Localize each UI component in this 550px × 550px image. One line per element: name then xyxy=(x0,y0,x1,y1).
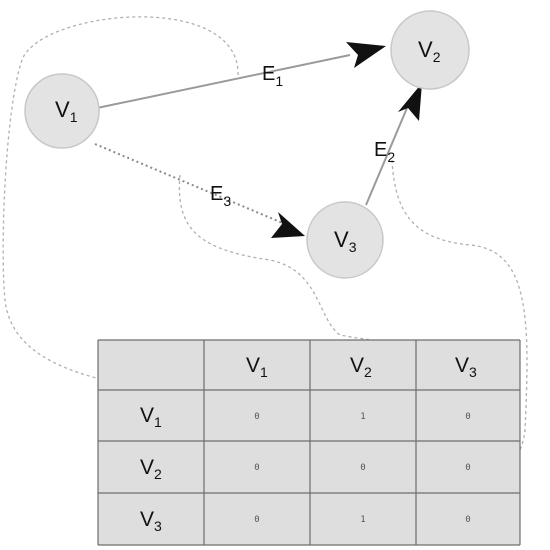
edge-e1: E1 xyxy=(96,42,386,109)
node-v2: V2 xyxy=(390,10,470,90)
matrix-row-header-v3: V3 xyxy=(140,508,162,534)
mapping-curve-e1 xyxy=(2,16,341,403)
matrix-cell-r3-c2: 1 xyxy=(360,515,365,525)
node-v2-label: V2 xyxy=(418,37,441,65)
node-v1: V1 xyxy=(24,73,100,149)
matrix-cell-r2-c2: 0 xyxy=(360,463,365,473)
edge-e2-label: E2 xyxy=(374,139,395,165)
edge-e1-arrowhead xyxy=(346,42,386,68)
edge-e3: E3 xyxy=(94,143,305,238)
matrix-cell-r1-c3: 0 xyxy=(465,412,470,422)
edge-e3-arrowhead xyxy=(271,212,305,238)
node-v3: V3 xyxy=(306,201,384,279)
matrix-cell-r2-c1: 0 xyxy=(254,463,259,473)
edge-e2: E2 xyxy=(365,83,422,206)
matrix-col-header-v1: V1 xyxy=(246,354,268,380)
mapping-curve-e2 xyxy=(387,159,528,511)
matrix-cell-r3-c3: 0 xyxy=(465,515,470,525)
matrix-cell-r2-c3: 0 xyxy=(465,463,470,473)
node-v1-label: V1 xyxy=(55,97,78,125)
edge-e3-label: E3 xyxy=(210,183,231,209)
matrix-col-header-v3: V3 xyxy=(455,354,477,380)
matrix-row-header-v1: V1 xyxy=(140,404,162,430)
adjacency-matrix: V1 V2 V3 V1 V2 V3 0 1 0 0 0 0 0 1 0 xyxy=(97,339,521,546)
matrix-cell-r1-c1: 0 xyxy=(254,412,259,422)
node-v3-label: V3 xyxy=(334,227,357,255)
matrix-cell-r3-c1: 0 xyxy=(254,515,259,525)
edge-e1-label: E1 xyxy=(262,63,283,89)
matrix-row-header-v2: V2 xyxy=(140,456,162,482)
matrix-cell-r1-c2: 1 xyxy=(360,412,365,422)
matrix-col-header-v2: V2 xyxy=(350,354,372,380)
edge-e2-arrowhead xyxy=(398,83,422,121)
